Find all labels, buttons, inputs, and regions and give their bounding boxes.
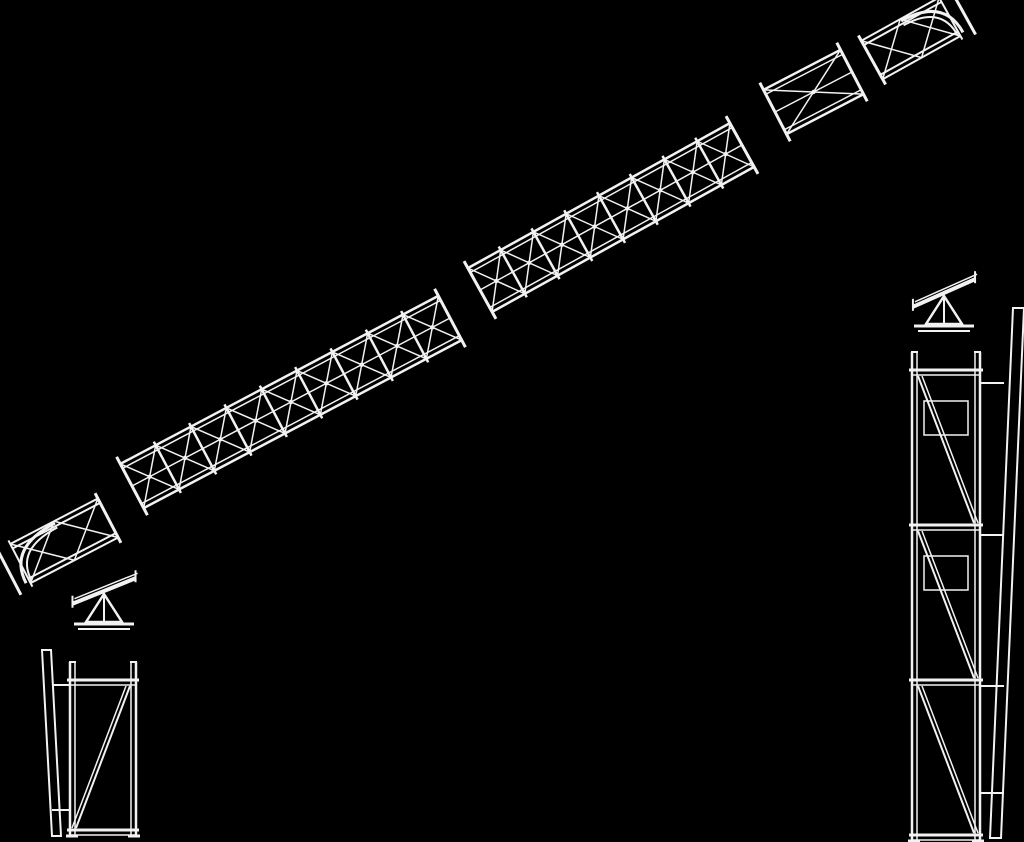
truss-node <box>811 89 816 95</box>
right-wall-panel <box>988 307 1024 839</box>
truss-end-plate <box>93 492 123 544</box>
truss-end-plate <box>758 82 792 142</box>
truss-chord <box>12 502 101 550</box>
truss-chord <box>140 335 460 505</box>
truss-chord <box>122 299 442 469</box>
truss-end-plate <box>724 115 760 175</box>
right-end-truss-segment <box>857 0 977 86</box>
truss-diagonal <box>881 18 901 80</box>
truss-end-plate <box>433 288 467 348</box>
tower-brace <box>75 685 131 829</box>
tower-brace <box>71 685 127 829</box>
truss-post <box>400 310 430 363</box>
truss-node <box>526 260 532 266</box>
truss-node <box>723 151 728 157</box>
right-truss-support <box>911 271 978 332</box>
truss-node <box>218 437 223 442</box>
support-saddle-beam <box>912 277 976 309</box>
bent-tube <box>900 10 965 34</box>
left-truss-support <box>71 570 138 630</box>
truss-post <box>188 422 218 475</box>
truss-post <box>563 209 594 262</box>
truss-post <box>497 245 528 298</box>
truss-node <box>288 399 294 405</box>
tower-ladder-frame <box>923 555 969 591</box>
bent-tube <box>26 526 58 581</box>
truss-chord <box>863 1 942 47</box>
truss-post <box>364 329 394 382</box>
tower-brace <box>917 530 975 679</box>
truss-end-plate <box>0 551 23 596</box>
truss-end-plate <box>954 0 977 36</box>
truss-diagonal <box>53 520 119 539</box>
truss-chord <box>860 0 937 42</box>
tower-brace <box>921 375 979 524</box>
tower-brace <box>917 685 975 834</box>
truss-node <box>592 224 597 229</box>
truss-node <box>324 381 329 386</box>
support-saddle-beam <box>74 572 138 600</box>
truss-post <box>530 227 561 280</box>
truss-chord <box>785 93 865 136</box>
truss-end-plate <box>835 42 869 102</box>
left-end-truss-segment <box>0 492 123 596</box>
truss-node <box>359 362 364 367</box>
truss-post <box>294 366 324 419</box>
truss-chord <box>765 53 844 95</box>
bent-tube <box>903 16 959 36</box>
truss-node <box>182 455 188 461</box>
tower-ladder-frame <box>923 400 969 436</box>
support-saddle-beam <box>914 273 978 303</box>
right-scaffold-tower <box>908 351 1004 842</box>
truss-post <box>329 347 359 401</box>
truss-chord <box>119 294 439 466</box>
truss-node <box>625 206 630 211</box>
truss-post <box>694 137 725 190</box>
roof-truss-connector-segment <box>758 42 869 142</box>
truss-node <box>494 278 499 284</box>
truss-end-plate <box>115 456 149 516</box>
truss-post <box>661 155 692 208</box>
tower-brace <box>921 685 979 834</box>
left-scaffold-tower <box>52 661 140 838</box>
roof-truss-segment-2 <box>462 115 760 320</box>
roof-truss-segment-1 <box>115 288 467 516</box>
truss-chord <box>143 338 463 510</box>
truss-node <box>559 242 565 247</box>
tower-brace <box>921 530 979 679</box>
truss-chord <box>27 532 117 580</box>
wall-panel-outline <box>40 649 63 837</box>
truss-post <box>595 191 627 244</box>
truss-end-plate <box>857 34 887 86</box>
truss-post <box>223 403 253 457</box>
truss-chord <box>762 48 842 91</box>
support-saddle-beam <box>71 576 137 606</box>
truss-node <box>147 474 152 479</box>
wall-panel-outline <box>988 307 1024 839</box>
truss-end-plate <box>462 260 498 320</box>
truss-node <box>253 418 258 423</box>
tower-brace <box>917 375 975 524</box>
truss-node <box>690 169 696 175</box>
truss-post <box>152 441 182 494</box>
bent-tube <box>19 521 56 584</box>
truss-node <box>430 325 435 330</box>
truss-post <box>628 173 659 226</box>
truss-node <box>657 188 663 193</box>
truss-node <box>394 343 400 349</box>
truss-chord <box>783 89 862 131</box>
truss-post <box>258 385 288 438</box>
left-wall-panel <box>40 649 63 837</box>
truss-chord <box>879 30 959 76</box>
